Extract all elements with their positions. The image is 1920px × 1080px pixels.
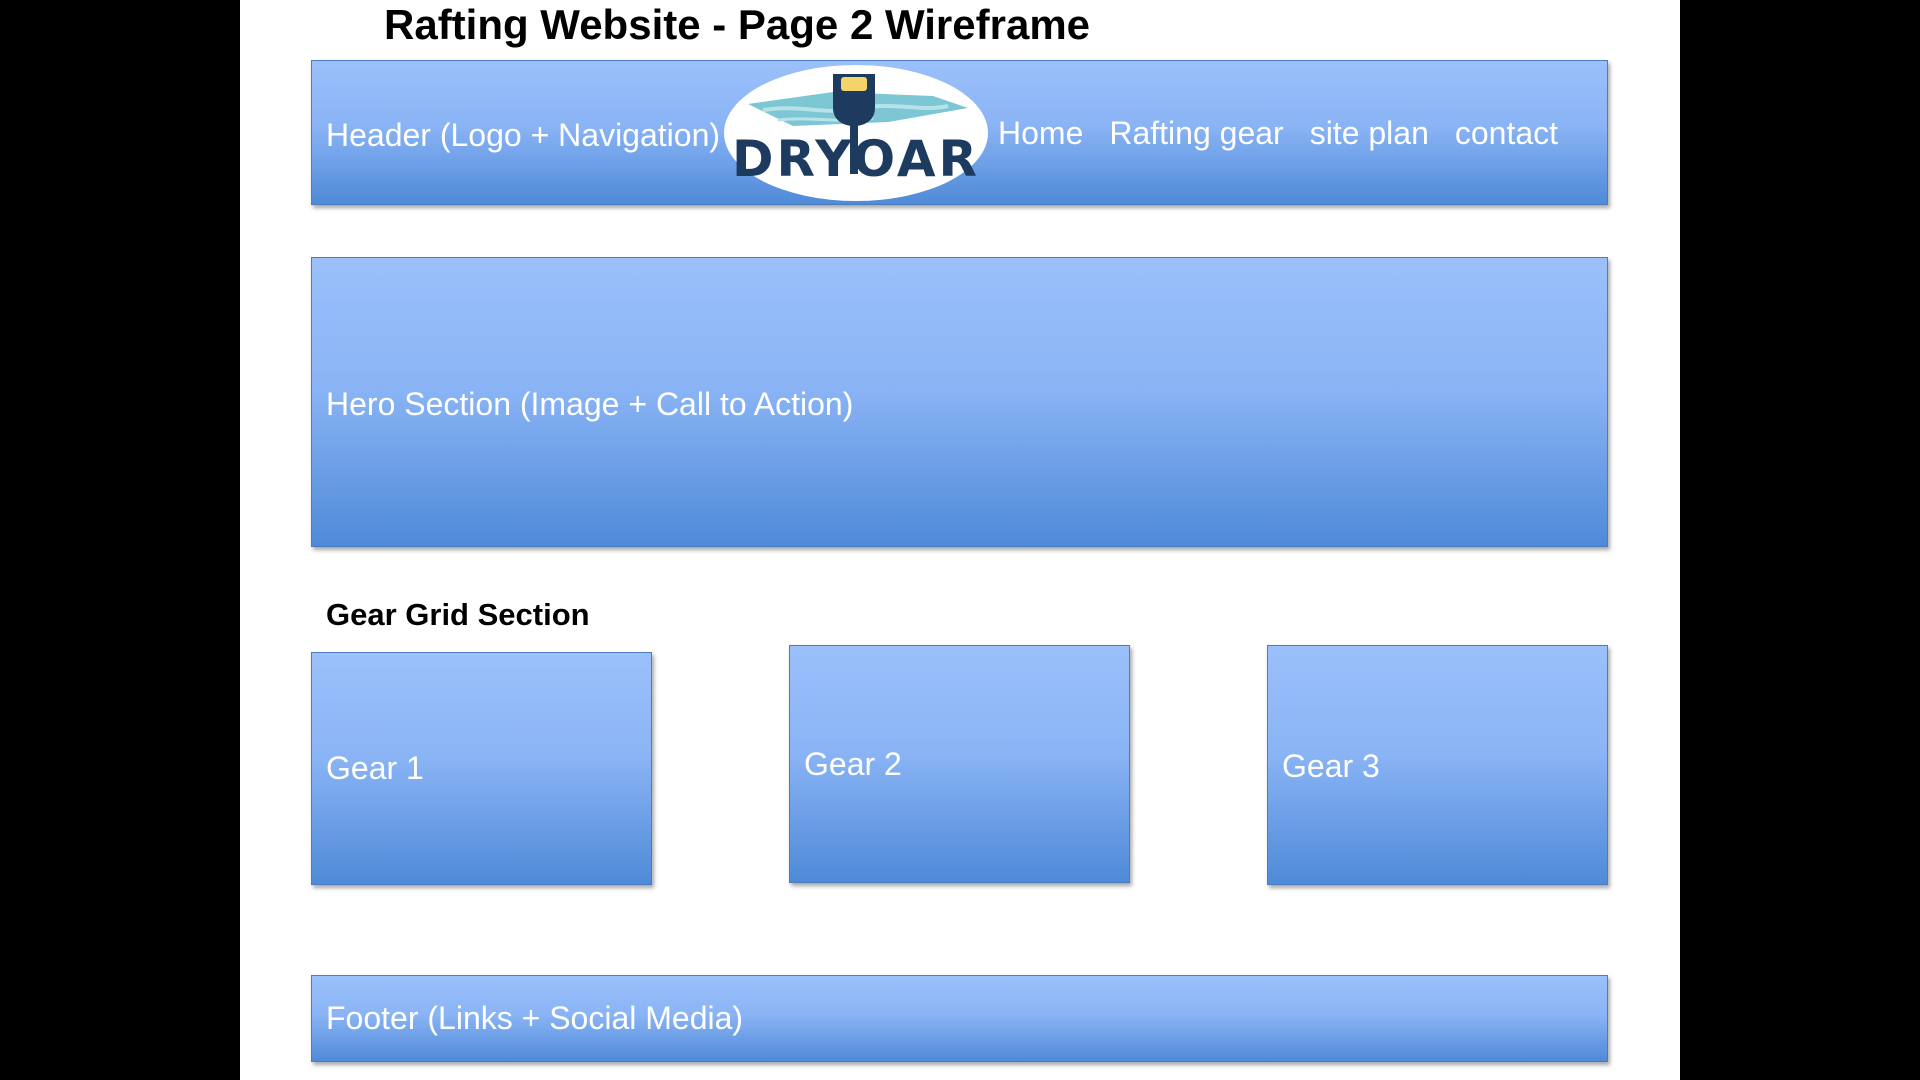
header-label: Header (Logo + Navigation): [326, 117, 721, 153]
footer-box: Footer (Links + Social Media): [311, 975, 1608, 1062]
gear-grid-heading: Gear Grid Section: [326, 597, 590, 632]
gear-card-3: Gear 3: [1267, 645, 1608, 885]
nav-contact[interactable]: contact: [1454, 115, 1559, 151]
logo-wordmark: DRYOAR: [732, 130, 980, 188]
main-nav: Home Rafting gear site plan contact: [998, 61, 1558, 205]
gear-card-2: Gear 2: [789, 645, 1130, 883]
nav-rafting-gear[interactable]: Rafting gear: [1109, 115, 1284, 151]
gear-label-2: Gear 2: [804, 746, 902, 782]
gear-card-1: Gear 1: [311, 652, 652, 885]
gear-label-3: Gear 3: [1282, 748, 1380, 784]
dryoar-logo: DRYOAR: [724, 65, 988, 201]
nav-site-plan[interactable]: site plan: [1309, 115, 1429, 151]
wireframe-slide: Rafting Website - Page 2 Wireframe Heade…: [240, 0, 1680, 1080]
hero-box: Hero Section (Image + Call to Action): [311, 257, 1608, 547]
header-box: Header (Logo + Navigation) DRYOAR Home R…: [311, 60, 1608, 205]
footer-label: Footer (Links + Social Media): [326, 1000, 744, 1036]
nav-home[interactable]: Home: [998, 115, 1084, 151]
gear-label-1: Gear 1: [326, 750, 424, 786]
page-title: Rafting Website - Page 2 Wireframe: [384, 1, 1091, 48]
hero-label: Hero Section (Image + Call to Action): [326, 386, 854, 422]
